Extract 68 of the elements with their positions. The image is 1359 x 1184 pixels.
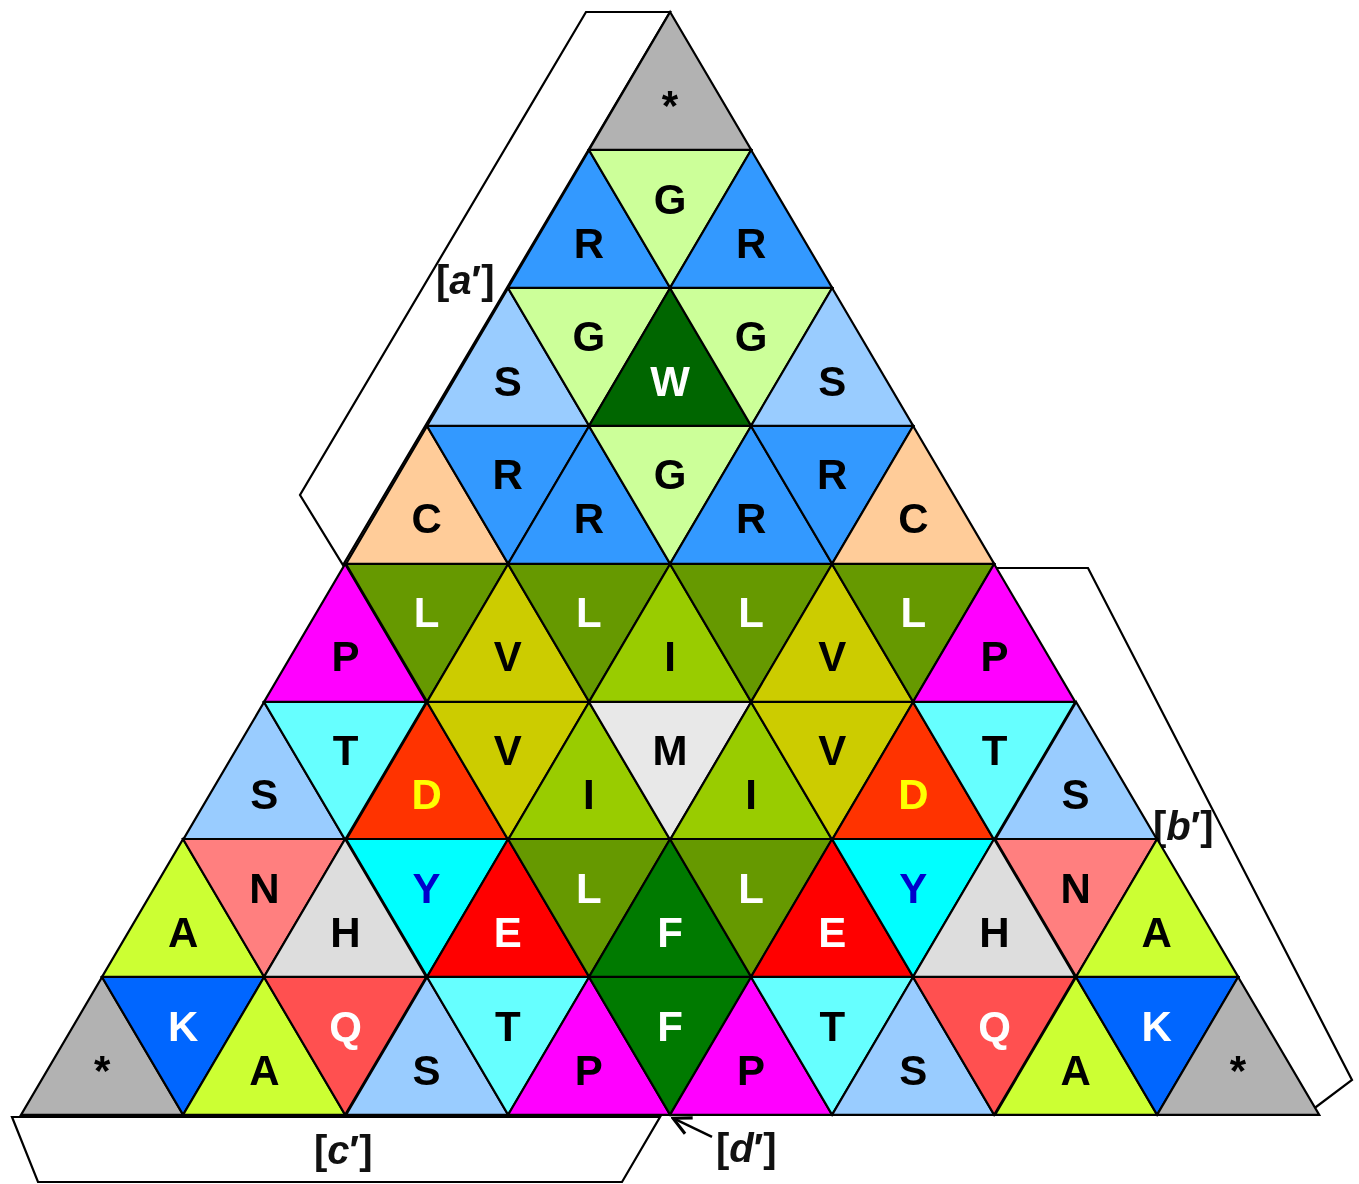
amino-acid-letter: V [818,636,847,679]
amino-acid-letter: Y [899,868,928,911]
amino-acid-letter: A [249,1050,280,1093]
amino-acid-letter: I [583,774,595,817]
amino-acid-letter: K [168,1005,199,1048]
amino-acid-letter: S [1061,774,1090,817]
amino-acid-letter: G [653,178,687,221]
amino-acid-letter: T [981,730,1008,773]
amino-acid-letter: E [818,912,847,955]
amino-acid-letter: * [661,84,679,127]
amino-acid-letter: R [817,454,848,497]
amino-acid-letter: T [332,730,359,773]
amino-acid-letter: A [168,912,199,955]
amino-acid-letter: N [249,868,280,911]
amino-acid-letter: G [734,316,768,359]
amino-acid-letter: F [657,912,683,955]
amino-acid-letter: R [735,222,767,265]
amino-acid-letter: V [493,730,522,773]
amino-acid-letter: L [738,868,764,911]
amino-acid-letter: C [411,498,442,541]
amino-acid-letter: L [576,592,602,635]
amino-acid-letter: Q [978,1005,1011,1048]
amino-acid-letter: S [493,360,522,403]
amino-acid-letter: Y [412,868,441,911]
amino-acid-letter: Q [329,1005,362,1048]
amino-acid-letter: S [899,1050,928,1093]
amino-acid-letter: A [1060,1050,1091,1093]
amino-acid-letter: I [745,774,757,817]
point-label: [d′] [716,1128,777,1168]
amino-acid-letter: P [737,1050,766,1093]
amino-acid-letter: K [1141,1005,1172,1048]
amino-acid-letter: D [411,774,442,817]
amino-acid-letter: L [576,868,602,911]
amino-acid-letter: S [250,774,279,817]
amino-acid-letter: N [1060,868,1091,911]
amino-acid-letter: T [819,1005,846,1048]
band-label: [a′] [436,260,495,300]
amino-acid-letter: R [573,498,605,541]
amino-acid-letter: G [653,454,687,497]
amino-acid-letter: L [900,592,927,635]
amino-acid-letter: E [493,912,522,955]
amino-acid-letter: G [572,316,606,359]
amino-acid-letter: V [818,730,847,773]
leader-arrow [671,1116,713,1139]
amino-acid-letter: A [1141,912,1172,955]
amino-acid-letter: * [93,1050,111,1093]
amino-acid-letter: H [979,912,1010,955]
amino-acid-letter: T [494,1005,521,1048]
amino-acid-letter: M [652,730,688,773]
amino-acid-letter: H [330,912,361,955]
amino-acid-letter: P [574,1050,603,1093]
amino-acid-letter: P [980,636,1009,679]
amino-acid-letter: L [413,592,440,635]
amino-acid-letter: R [735,498,767,541]
amino-acid-letter: W [650,360,690,403]
amino-acid-letter: R [492,454,523,497]
amino-acid-letter: V [493,636,522,679]
amino-acid-letter: C [898,498,929,541]
amino-acid-letter: I [664,636,676,679]
amino-acid-letter: P [331,636,360,679]
amino-acid-letter: * [1229,1050,1247,1093]
amino-acid-letter: S [818,360,847,403]
amino-acid-letter: R [573,222,605,265]
amino-acid-letter: S [412,1050,441,1093]
amino-acid-letter: L [738,592,764,635]
amino-acid-letter: D [898,774,929,817]
amino-acid-letter: F [657,1005,683,1048]
band-label: [c′] [314,1130,373,1170]
